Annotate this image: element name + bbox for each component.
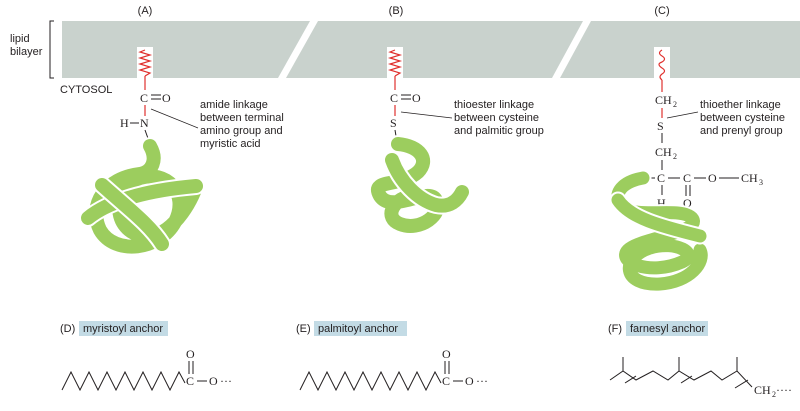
atom-c-sub3: 3	[759, 178, 763, 187]
atom-c-sub2: 2	[673, 100, 677, 109]
tag-bg-e	[314, 321, 407, 336]
atom-e-c: C	[442, 374, 450, 388]
lipid-label-line2: bilayer	[10, 46, 43, 58]
atom-e-o2: O	[465, 374, 474, 388]
protein-a	[79, 137, 205, 256]
atom-a-c: C	[140, 91, 148, 105]
annotation-a-line2: between terminal	[200, 112, 284, 124]
tag-d[interactable]: myristoyl anchor	[83, 323, 163, 335]
protein-c	[609, 169, 710, 293]
atom-b-s: S	[390, 116, 397, 130]
panel-label-c: (C)	[654, 5, 669, 17]
panel-label-b: (B)	[389, 5, 404, 17]
farnesyl-skeleton	[609, 357, 753, 389]
anchor-slot-c	[654, 47, 670, 79]
panel-label-d: (D)	[60, 323, 75, 335]
palmitoyl-chain-b	[387, 49, 403, 77]
atom-c-ch2b: CH	[655, 145, 672, 159]
protein-b	[369, 135, 471, 235]
tag-f[interactable]: farnesyl anchor	[630, 323, 706, 335]
atom-c-o2: O	[683, 196, 692, 210]
leader-c	[666, 111, 699, 119]
membrane-segment-c	[560, 21, 800, 78]
atom-f-sub2: 2	[772, 390, 776, 399]
farnesyl-chain-c	[658, 49, 666, 81]
leader-b	[400, 111, 453, 119]
panel-label-f: (F)	[608, 323, 622, 335]
atom-d-o2: O	[209, 374, 218, 388]
annotation-a-line3: amino group and	[200, 125, 283, 137]
atom-c-o: O	[708, 171, 717, 185]
atom-d-c: C	[186, 374, 194, 388]
atom-b-o: O	[412, 91, 421, 105]
tag-e[interactable]: palmitoyl anchor	[318, 323, 398, 335]
myristoyl-chain-a	[137, 49, 153, 77]
annotation-c-line2: between cysteine	[700, 112, 785, 124]
atom-c-ch: CH	[655, 93, 672, 107]
atom-c-ch3: CH	[741, 171, 758, 185]
atom-e-o: O	[442, 347, 451, 361]
atom-c-c2: C	[683, 171, 691, 185]
palmitoyl-skeleton	[299, 370, 442, 392]
annotation-c-line1: thioether linkage	[700, 99, 781, 111]
tag-bg-d	[79, 321, 168, 336]
annotation-b-line2: between cysteine	[454, 112, 539, 124]
annotation-a-line4: myristic acid	[200, 138, 261, 150]
cytosol-label: CYTOSOL	[60, 84, 112, 96]
dots-e: ···	[476, 374, 488, 388]
atom-c-s: S	[657, 119, 664, 133]
annotation-b-line3: and palmitic group	[454, 125, 544, 137]
panel-label-e: (E)	[296, 323, 311, 335]
atom-d-o: O	[186, 347, 195, 361]
leader-a	[150, 108, 199, 129]
bilayer-bracket	[49, 20, 54, 79]
annotation-b-line1: thioester linkage	[454, 99, 534, 111]
lipid-label-line1: lipid	[10, 33, 30, 45]
atom-a-n: N	[140, 116, 149, 130]
annotation-a-line1: amide linkage	[200, 99, 268, 111]
tag-bg-f	[626, 321, 708, 336]
dots-d: ···	[220, 374, 232, 388]
atom-a-o: O	[162, 91, 171, 105]
membrane-segment-b	[286, 21, 583, 78]
atom-f-ch: CH	[754, 383, 771, 397]
membrane-segment-a	[62, 21, 310, 78]
atom-b-c: C	[390, 91, 398, 105]
annotation-c-line3: and prenyl group	[700, 125, 783, 137]
atom-c-sub2b: 2	[673, 152, 677, 161]
panel-label-a: (A)	[138, 5, 153, 17]
atom-c-c1: C	[657, 171, 665, 185]
atom-a-h: H	[120, 116, 129, 130]
dots-f: ····	[776, 383, 792, 397]
atom-c-h: H	[657, 196, 666, 210]
myristoyl-skeleton	[61, 370, 186, 392]
